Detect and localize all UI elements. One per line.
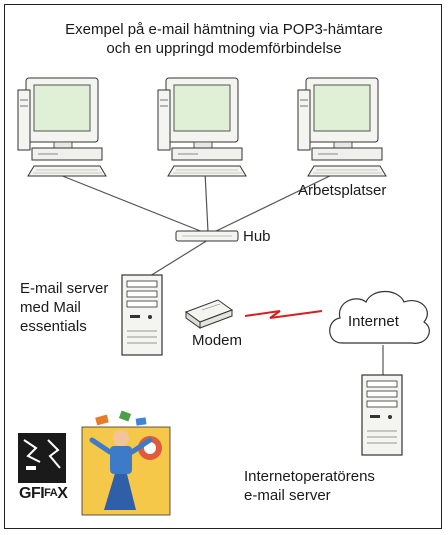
internet-cloud (329, 290, 430, 344)
workstation-1 (17, 77, 107, 177)
link-workstation-1 (59, 174, 209, 235)
diagram-title: Exempel på e-mail hämtning via POP3-hämt… (0, 20, 448, 58)
logo-text-fa: FA (44, 487, 58, 499)
modem-label: Modem (192, 332, 243, 349)
isp-server-label: Internetoperatörens e-mail server (244, 467, 375, 505)
gfi-fax-logo (18, 433, 66, 483)
internet-label: Internet (348, 313, 399, 330)
fax-clipart-illustration (81, 410, 171, 516)
hub-device (175, 230, 239, 242)
workstation-3 (297, 77, 387, 177)
link-workstation-3 (209, 171, 339, 235)
email-server-label-line-3: essentials (20, 318, 87, 335)
email-server-label: E-mail server med Mail essentials (20, 279, 108, 336)
isp-server-label-line-1: Internetoperatörens (244, 468, 375, 485)
isp-server-label-line-2: e-mail server (244, 487, 331, 504)
dialup-link (244, 310, 323, 319)
link-workstation-2 (204, 171, 209, 233)
isp-server-tower (361, 374, 403, 456)
link-hub-server (149, 239, 209, 277)
email-server-label-line-1: E-mail server (20, 280, 109, 297)
gfi-fax-logo-text: GFIFAX (19, 484, 68, 503)
title-line-2: och en uppringd modemförbindelse (106, 40, 342, 57)
logo-text-x: X (57, 485, 68, 502)
email-server-tower (121, 274, 163, 356)
modem-device (184, 299, 234, 329)
hub-label: Hub (243, 228, 271, 245)
logo-text-gfi: GFI (19, 485, 45, 502)
email-server-label-line-2: med Mail (20, 299, 81, 316)
title-line-1: Exempel på e-mail hämtning via POP3-hämt… (65, 21, 383, 38)
workstations-label: Arbetsplatser (298, 182, 387, 199)
workstation-2 (157, 77, 247, 177)
